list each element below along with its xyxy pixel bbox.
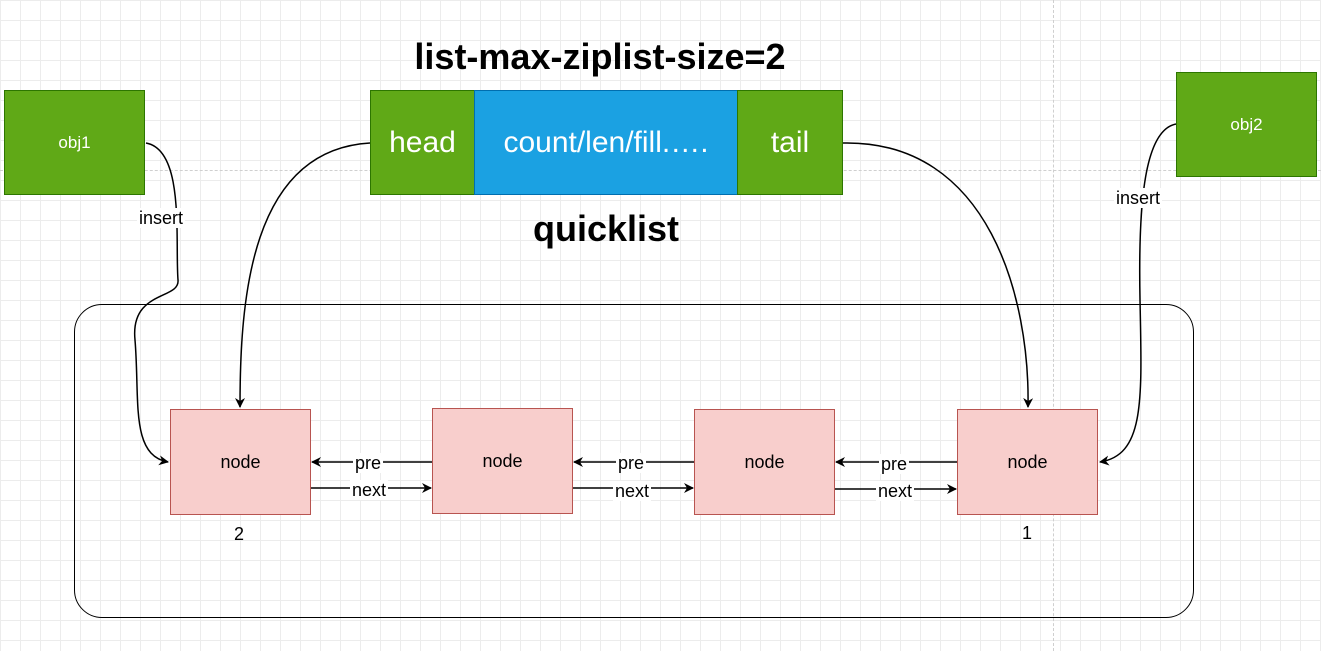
next-label-3: next	[876, 481, 915, 501]
pre-label-1: pre	[353, 453, 384, 473]
obj2-insert-arrow	[1099, 123, 1177, 466]
insert-label-left: insert	[137, 208, 186, 228]
pre-label-3: pre	[879, 454, 910, 474]
quicklist-container[interactable]	[74, 304, 1194, 618]
guide-line-vertical	[1053, 0, 1054, 651]
pre-label-2: pre	[616, 453, 647, 473]
node-4[interactable]: node	[957, 409, 1098, 515]
metadata-field[interactable]: count/len/fill.….	[474, 90, 738, 195]
tail-field[interactable]: tail	[737, 90, 843, 195]
insert-label-right: insert	[1114, 188, 1163, 208]
node-1[interactable]: node	[170, 409, 311, 515]
head-field[interactable]: head	[370, 90, 475, 195]
obj2-box[interactable]: obj2	[1176, 72, 1317, 177]
quicklist-label: quicklist	[532, 208, 680, 249]
tail-to-node-arrow	[842, 142, 1034, 408]
node-index-last: 1	[1022, 523, 1033, 543]
obj1-insert-arrow	[134, 142, 179, 466]
next-label-1: next	[350, 480, 389, 500]
node-index-first: 2	[234, 524, 245, 544]
obj1-box[interactable]: obj1	[4, 90, 145, 195]
node-2[interactable]: node	[432, 408, 573, 514]
next-label-2: next	[613, 481, 652, 501]
node-3[interactable]: node	[694, 409, 835, 515]
head-to-node-arrow	[235, 142, 371, 408]
config-title: list-max-ziplist-size=2	[414, 36, 786, 77]
